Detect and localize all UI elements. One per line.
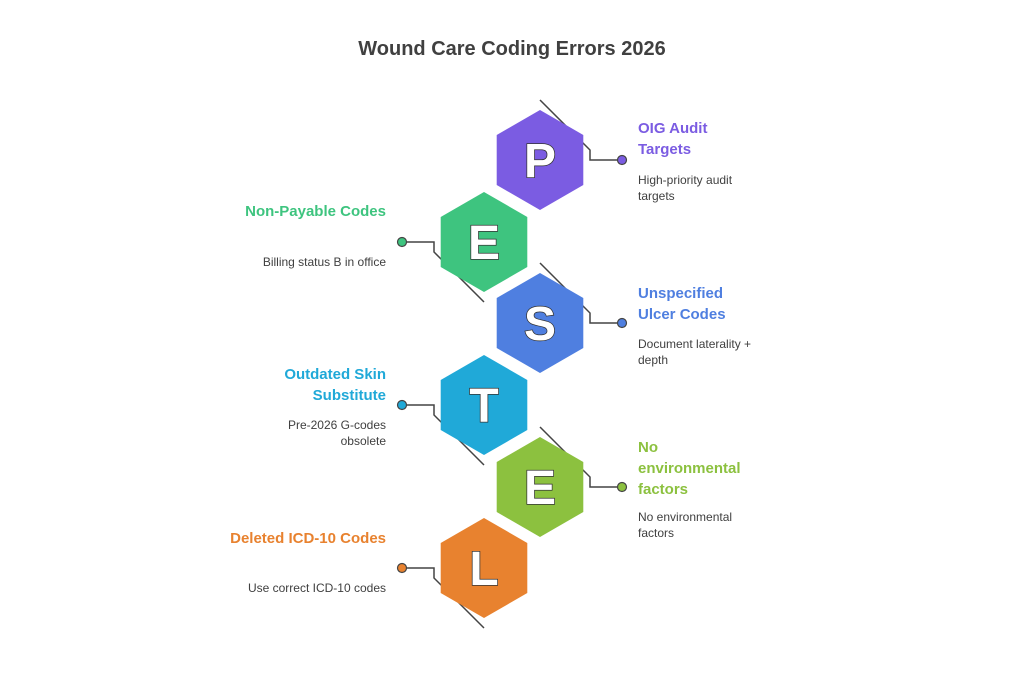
dot-p xyxy=(616,154,628,166)
item-desc-t: Pre-2026 G-codes obsolete xyxy=(287,418,386,448)
dot-e1 xyxy=(396,236,408,248)
item-desc-s: Document laterality + depth xyxy=(638,337,752,367)
hexagon-letter-l: L xyxy=(469,543,498,596)
item-label-t: Outdated Skin Substitute xyxy=(284,366,386,404)
page-title: Wound Care Coding Errors 2026 xyxy=(358,38,666,60)
hexagon-p xyxy=(496,110,584,210)
item-desc-l: Use correct ICD-10 codes xyxy=(247,581,386,595)
dot-s xyxy=(616,317,628,329)
item-desc-e2: No environmental factors xyxy=(638,510,733,540)
hexagon-letter-e2: E xyxy=(524,462,556,515)
item-desc-p: High-priority audit targets xyxy=(638,173,733,203)
dot-t xyxy=(396,399,408,411)
item-label-p: OIG Audit Targets xyxy=(638,120,708,158)
item-label-s: Unspecified Ulcer Codes xyxy=(638,285,726,323)
item-desc-e1: Billing status B in office xyxy=(262,255,386,269)
hexagon-t xyxy=(440,355,528,455)
item-label-e1: Non-Payable Codes xyxy=(245,203,386,220)
dot-l xyxy=(396,562,408,574)
hexagon-letter-t: T xyxy=(469,380,498,433)
hexagon-letter-e1: E xyxy=(468,217,500,270)
hexagon-e2 xyxy=(496,437,584,537)
hexagon-letter-s: S xyxy=(524,298,556,351)
hexagon-l xyxy=(440,518,528,618)
item-label-e2: No environmental factors xyxy=(638,439,741,498)
hexagon-letter-p: P xyxy=(524,135,556,188)
dot-e2 xyxy=(616,481,628,493)
hexagon-e1 xyxy=(440,192,528,292)
hexagon-s xyxy=(496,273,584,373)
item-label-l: Deleted ICD-10 Codes xyxy=(230,530,386,547)
